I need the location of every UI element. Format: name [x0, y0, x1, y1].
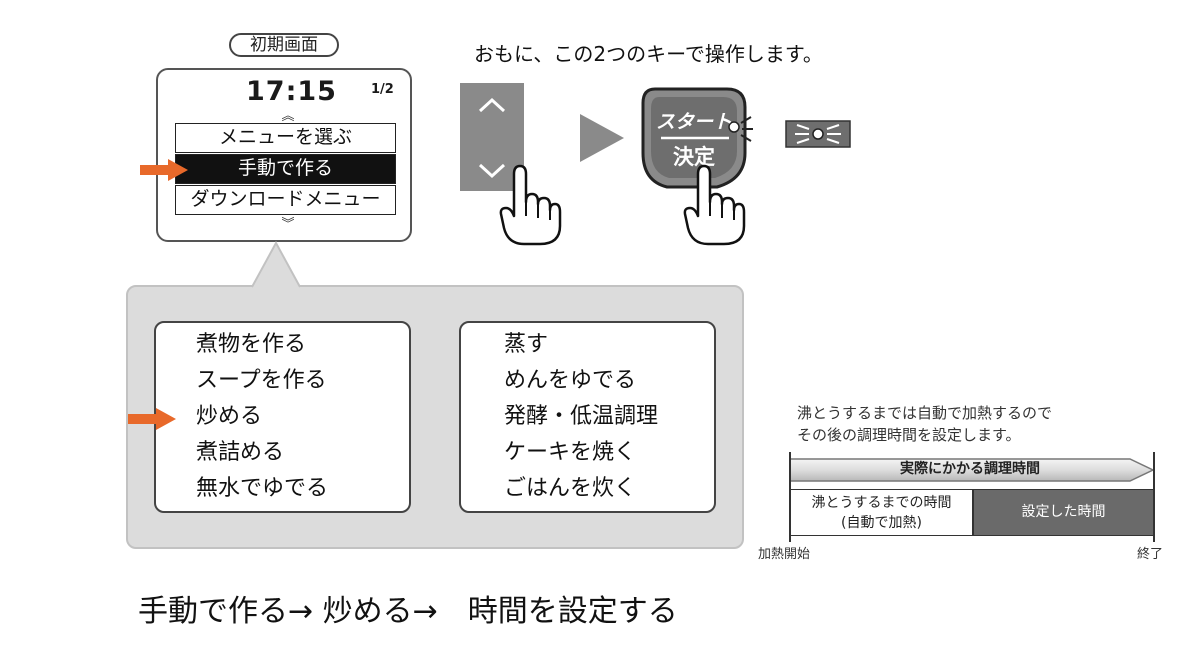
lcd-clock: 17:15 — [246, 76, 337, 107]
menu-item[interactable]: ごはんを炊く — [504, 476, 637, 501]
menu-item[interactable]: めんをゆでる — [504, 368, 637, 393]
steps-caption: 手動で作る→ 炒める→ 時間を設定する — [138, 594, 678, 629]
menu-item[interactable]: ケーキを焼く — [504, 440, 637, 465]
lcd-page-indicator: 1/2 — [371, 82, 394, 97]
timeline-start-tick — [789, 452, 791, 542]
instruction-text: おもに、この2つのキーで操作します。 — [474, 42, 823, 66]
timeline-end-tick — [1153, 452, 1155, 542]
pointing-hand-icon — [683, 164, 746, 246]
timing-note: 沸とうするまでは自動で加熱するので その後の調理時間を設定します。 — [797, 402, 1052, 446]
menu-item[interactable]: 煮詰める — [196, 440, 285, 465]
lcd-menu-row-selected: 手動で作る — [175, 154, 396, 184]
start-key-label: スタート — [655, 111, 732, 133]
scroll-down-chevron-icon: ︾ — [281, 217, 295, 232]
menu-item[interactable]: 蒸す — [504, 332, 549, 357]
next-step-triangle-icon — [580, 114, 624, 162]
menu-item[interactable]: 無水でゆでる — [196, 476, 329, 501]
lcd-menu-row: ダウンロードメニュー — [175, 185, 396, 215]
set-time-box: 設定した時間 — [973, 489, 1154, 536]
menu-item[interactable]: スープを作る — [196, 368, 327, 393]
heating-start-label: 加熱開始 — [758, 547, 811, 562]
indicator-light-icon — [785, 120, 851, 148]
menu-list-right: 蒸す めんをゆでる 発酵・低温調理 ケーキを焼く ごはんを炊く — [459, 321, 716, 513]
boil-time-label: 沸とうするまでの時間 — [811, 495, 952, 511]
up-down-arrows-icon — [478, 97, 506, 179]
bubble-tail — [251, 241, 301, 288]
boil-time-box: 沸とうするまでの時間 (自動で加熱) — [790, 489, 973, 536]
start-confirm-key[interactable]: スタート 決定 — [637, 83, 757, 197]
timing-note-line: 沸とうするまでは自動で加熱するので — [797, 404, 1053, 422]
selection-pointer-icon — [128, 408, 176, 430]
start-key-graphic — [641, 87, 753, 189]
auto-heat-label: (自動で加熱) — [841, 515, 922, 531]
pointing-hand-icon — [499, 164, 562, 246]
up-down-key[interactable] — [460, 83, 524, 191]
menu-item-selected[interactable]: 炒める — [196, 404, 263, 429]
end-label: 終了 — [1137, 547, 1164, 562]
lcd-display: 17:15 1/2 ︽ メニューを選ぶ 手動で作る ダウンロードメニュー ︾ — [156, 68, 412, 242]
total-time-label: 実際にかかる調理時間 — [900, 461, 1040, 477]
lcd-menu-row: メニューを選ぶ — [175, 123, 396, 153]
confirm-key-label: 決定 — [673, 145, 715, 169]
menu-list-left: 煮物を作る スープを作る 炒める 煮詰める 無水でゆでる — [154, 321, 411, 513]
timing-note-line: その後の調理時間を設定します。 — [797, 426, 1021, 444]
scroll-up-chevron-icon: ︽ — [281, 109, 295, 124]
selection-pointer-icon — [140, 159, 188, 181]
menu-item[interactable]: 発酵・低温調理 — [504, 404, 659, 429]
menu-item[interactable]: 煮物を作る — [196, 332, 307, 357]
initial-screen-label: 初期画面 — [229, 33, 339, 57]
